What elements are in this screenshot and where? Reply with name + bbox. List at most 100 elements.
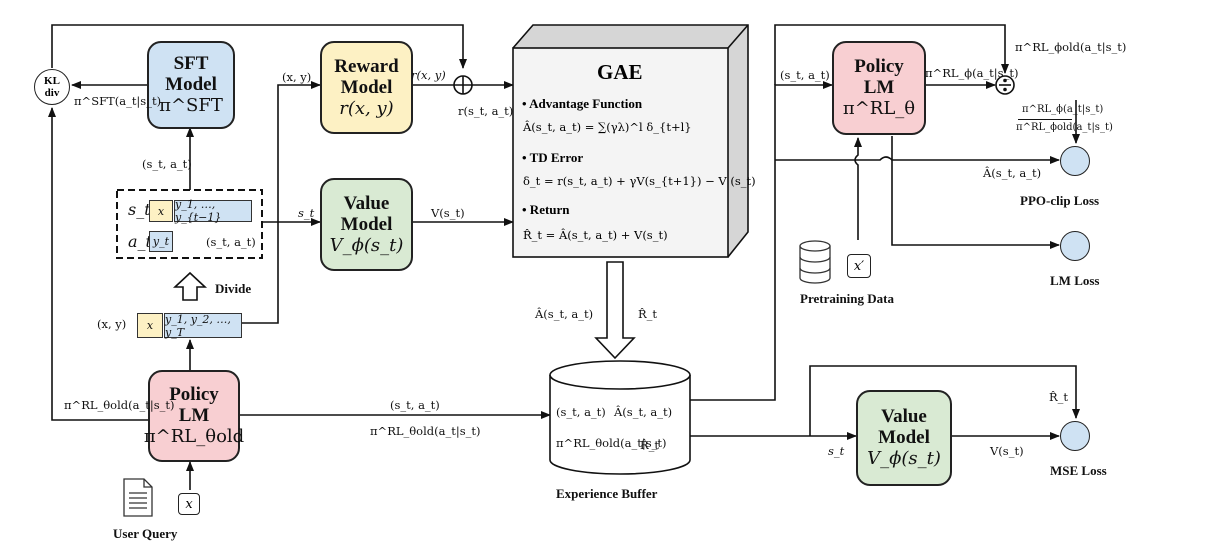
buffer-sa: (s_t, a_t) <box>556 405 606 419</box>
document-icon <box>123 478 153 517</box>
gae-to-buffer-arrow <box>594 261 636 360</box>
reward-subtitle: Model <box>340 76 393 98</box>
sa-sft-label: (s_t, a_t) <box>142 157 192 171</box>
buffer-pi: π^RL_θold(a_t|s_t) <box>556 436 667 450</box>
ratio-node <box>995 75 1015 95</box>
sft-symbol: π^SFT <box>159 95 223 116</box>
st-value-label: s_t <box>298 206 315 220</box>
gae-advantage-equation: Â(s_t, a_t) = ∑(γλ)^l δ_{t+l} <box>523 120 692 134</box>
value-bottom-subtitle: Model <box>878 427 930 448</box>
reward-model-box: Reward Model r(x, y) <box>320 41 413 134</box>
mse-loss-label: MSE Loss <box>1050 463 1107 478</box>
output-token-x: x <box>137 313 163 338</box>
policy-old-title: Policy <box>169 384 219 405</box>
a-hat-down-label: Â(s_t, a_t) <box>535 307 594 321</box>
lm-loss-label: LM Loss <box>1050 273 1100 288</box>
reward-title: Reward <box>334 55 399 77</box>
a-hat-right-label: Â(s_t, a_t) <box>983 166 1042 180</box>
lm-loss-node <box>1060 231 1090 261</box>
gae-return-equation: R̂_t = Â(s_t, a_t) + V(s_t) <box>523 228 668 242</box>
div-label: div <box>44 87 60 99</box>
value-model-top-box: Value Model V_ϕ(s_t) <box>320 178 413 271</box>
r-hat-bottom-label: R̂_t <box>1049 390 1069 404</box>
token-st: s_t <box>128 200 151 219</box>
policy-lm-new-box: Policy LM π^RL_θ <box>832 41 926 135</box>
token-sa-inner: (s_t, a_t) <box>206 235 256 249</box>
divide-label: Divide <box>215 281 252 296</box>
xy-to-reward-arrow <box>242 81 321 324</box>
output-token-y: y_1, y_2, …, y_T <box>164 313 242 339</box>
ratio-denominator: π^RL_ϕold(a_t|s_t) <box>1016 122 1113 133</box>
policy-new-title: Policy <box>854 56 904 77</box>
experience-buffer-cylinder <box>549 360 691 475</box>
pi-old-mid-label: π^RL_θold(a_t|s_t) <box>370 424 481 438</box>
ppo-loss-node <box>1060 146 1090 176</box>
policy-new-subtitle: LM <box>863 77 895 98</box>
v-st-label: V(s_t) <box>431 206 465 220</box>
pi-old-left-label: π^RL_θold(a_t|s_t) <box>64 398 175 412</box>
token-at: a_t <box>128 232 152 251</box>
reward-symbol: r(x, y) <box>339 97 394 119</box>
st-bottom-label: s_t <box>828 444 845 458</box>
r-hat-down-label: R̂_t <box>638 307 658 321</box>
token-y-prefix: y_1, …, y_{t−1} <box>174 198 252 224</box>
ratio-numerator: π^RL_ϕ(a_t|s_t) <box>1022 104 1104 115</box>
buffer-to-policy-lm-arrow <box>690 81 833 401</box>
buffer-to-ratio-line <box>774 24 1009 85</box>
ratio-fraction-bar <box>1018 119 1072 120</box>
mse-loss-node <box>1060 421 1090 451</box>
gae-td-heading: • TD Error <box>522 150 584 165</box>
xy-reward-label: (x, y) <box>282 70 312 84</box>
policy-new-symbol: π^RL_θ <box>842 98 916 119</box>
gae-box <box>512 24 749 258</box>
sum-node <box>453 75 473 95</box>
kl-divergence-node: KL div <box>34 69 70 105</box>
gae-advantage-heading: • Advantage Function <box>522 96 643 111</box>
value-bottom-symbol: V_ϕ(s_t) <box>867 448 941 469</box>
token-yt: y_t <box>149 231 173 252</box>
sa-mid-label: (s_t, a_t) <box>390 398 440 412</box>
sft-title: SFT <box>173 53 209 74</box>
v-bottom-label: V(s_t) <box>990 444 1024 458</box>
advantage-to-ppo-arrow <box>775 156 1060 164</box>
gae-td-equation: δ_t = r(s_t, a_t) + γV(s_{t+1}) − V (s_t… <box>523 174 756 188</box>
user-query-label: User Query <box>113 526 178 541</box>
value-top-title: Value <box>343 192 390 214</box>
sft-model-box: SFT Model π^SFT <box>147 41 235 129</box>
sft-subtitle: Model <box>165 74 217 95</box>
pretraining-data-label: Pretraining Data <box>800 291 894 306</box>
pi-sft-label: π^SFT(a_t|s_t) <box>74 94 162 108</box>
gae-title: GAE <box>597 60 643 84</box>
value-bottom-title: Value <box>881 406 927 427</box>
pretraining-input-box: x′ <box>847 254 871 278</box>
r-sa-label: r(s_t, a_t) <box>458 104 514 118</box>
value-top-symbol: V_ϕ(s_t) <box>329 234 404 256</box>
sa-policy-label: (s_t, a_t) <box>780 68 830 82</box>
policy-old-to-kl-arrow <box>48 107 148 421</box>
ppo-loss-label: PPO-clip Loss <box>1020 193 1100 208</box>
rhat-to-mse-arrow <box>809 365 1080 436</box>
kl-label: KL <box>44 75 60 87</box>
pi-phi-old-top-label: π^RL_ϕold(a_t|s_t) <box>1015 40 1127 54</box>
divide-up-arrow <box>172 271 208 301</box>
experience-buffer-label: Experience Buffer <box>556 486 658 501</box>
output-xy-label: (x, y) <box>97 317 127 331</box>
policy-old-symbol: π^RL_θold <box>143 426 245 447</box>
pi-phi-label: π^RL_ϕ(a_t|s_t) <box>925 66 1019 80</box>
token-x: x <box>149 200 173 222</box>
kl-to-sum-line <box>51 24 467 69</box>
policy-lm-old-box: Policy LM π^RL_θold <box>144 370 244 462</box>
buffer-rhat: R̂_t <box>640 438 660 452</box>
value-top-subtitle: Model <box>340 213 393 235</box>
pretraining-to-policy-arrow <box>854 137 862 240</box>
database-icon <box>799 240 831 284</box>
gae-return-heading: • Return <box>522 202 570 217</box>
policy-old-subtitle: LM <box>178 405 210 426</box>
value-model-bottom-box: Value Model V_ϕ(s_t) <box>856 390 952 486</box>
query-input-box: x <box>178 493 200 515</box>
policy-lm-to-lm-loss-arrow <box>891 136 1060 249</box>
divide-dashed-box <box>116 189 263 259</box>
rxy-label: r(x, y) <box>411 68 446 82</box>
